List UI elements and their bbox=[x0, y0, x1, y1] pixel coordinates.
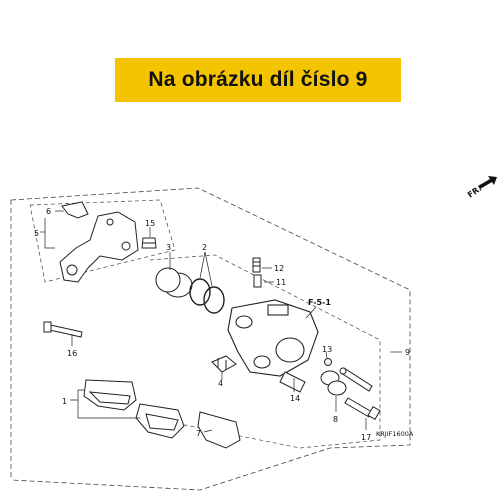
caliper-body bbox=[227, 299, 319, 377]
bracket-group-frame bbox=[29, 199, 176, 283]
callout-16: 16 bbox=[67, 349, 77, 358]
direction-arrow-icon bbox=[478, 176, 497, 189]
part-16-bolt bbox=[43, 321, 83, 338]
callout-14: 14 bbox=[290, 394, 300, 403]
callout-13: 13 bbox=[322, 345, 332, 354]
callout-1: 1 bbox=[62, 397, 67, 406]
part-15-cap bbox=[141, 237, 157, 249]
part-9-pin bbox=[339, 367, 373, 392]
callout-5: 5 bbox=[34, 229, 39, 238]
diagram-code: KRJIF1600A bbox=[376, 430, 414, 438]
part-12-bleeder bbox=[252, 257, 261, 273]
callout-12: 12 bbox=[274, 264, 284, 273]
leader-lines bbox=[40, 210, 402, 433]
callout-15: 15 bbox=[145, 219, 155, 228]
part-5-bracket bbox=[59, 211, 139, 283]
callout-7: 7 bbox=[196, 429, 201, 438]
part-4-spring bbox=[211, 355, 237, 373]
section-reference: F-5-1 bbox=[308, 298, 331, 307]
assembly-frame bbox=[10, 187, 411, 491]
callout-11: 11 bbox=[276, 278, 286, 287]
callout-6: 6 bbox=[46, 207, 51, 216]
part-11-bolt bbox=[253, 274, 262, 288]
callout-9: 9 bbox=[405, 348, 410, 357]
callout-4: 4 bbox=[218, 379, 223, 388]
banner-text: Na obrázku díl číslo 9 bbox=[148, 68, 368, 91]
part-number-banner: Na obrázku díl číslo 9 bbox=[115, 58, 401, 102]
part-7-shim bbox=[197, 411, 241, 449]
callout-17: 17 bbox=[361, 433, 371, 442]
part-13-ring bbox=[324, 358, 332, 366]
callout-labels: 1 2 3 4 5 6 7 8 9 11 12 13 14 15 16 17 bbox=[34, 207, 410, 442]
part-6-clip bbox=[61, 201, 89, 219]
part-3-piston bbox=[155, 267, 193, 298]
part-14-sleeve bbox=[279, 371, 306, 393]
front-direction-indicator: FR. bbox=[466, 176, 497, 200]
callout-3: 3 bbox=[166, 243, 171, 252]
callout-8: 8 bbox=[333, 415, 338, 424]
part-17-bolt bbox=[344, 397, 381, 421]
callout-2: 2 bbox=[202, 243, 207, 252]
part-2-seals bbox=[189, 278, 225, 314]
part-8-boot bbox=[320, 370, 347, 396]
part-1-pads bbox=[83, 379, 185, 439]
